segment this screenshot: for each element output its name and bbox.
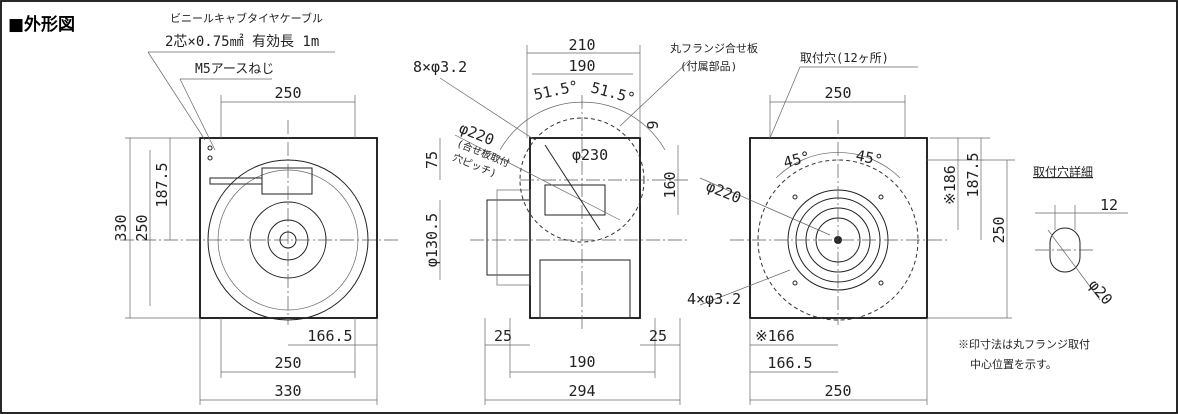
holes-8x3-2: 8×φ3.2	[413, 58, 467, 76]
holes-small: 4×φ3.2	[687, 290, 741, 308]
cable-label-2: 2芯×0.75㎟ 有効長 1m	[165, 34, 319, 50]
right-dim-186: ※186	[941, 165, 959, 205]
dim-25-right: 25	[649, 327, 667, 345]
left-dim-offset: 166.5	[307, 327, 352, 345]
right-angle-left: 45°	[781, 147, 812, 171]
left-dim-bottom-inner: 250	[274, 354, 301, 372]
right-dim-bottom: 250	[824, 382, 851, 400]
right-view: 取付穴(12ヶ所) 250 45° 45° φ220 ※186 187.5 25…	[687, 50, 1015, 405]
right-housing	[749, 137, 928, 319]
title: ■外形図	[8, 14, 75, 35]
dia-230: φ230	[572, 146, 608, 164]
fan-outlet	[544, 184, 606, 216]
motor-body	[486, 199, 531, 276]
slot-hole	[1049, 227, 1081, 273]
middle-view: 210 190 8×φ3.2 51.5° 51.5° 丸フランジ合せ板 (付属部…	[413, 36, 758, 405]
dim-9: 9	[644, 120, 662, 129]
dim-190-bottom: 190	[568, 353, 595, 371]
flange-sub: (付属部品)	[680, 59, 737, 73]
dim-190-top: 190	[568, 57, 595, 75]
detail-dim-12: 12	[1100, 196, 1118, 214]
note-line-1: ※印寸法は丸フランジ取付	[958, 337, 1090, 351]
right-dim-166-5: 166.5	[767, 354, 812, 372]
detail-dia-20: φ20	[1085, 276, 1116, 308]
dim-25-left: 25	[494, 327, 512, 345]
cable-label-1: ビニールキャブタイヤケーブル	[170, 11, 323, 25]
left-dim-bottom-outer: 330	[274, 382, 301, 400]
screw-label: M5アースねじ	[195, 62, 274, 77]
right-dia-220: φ220	[704, 177, 744, 207]
left-dim-height-outer: 330	[112, 214, 130, 241]
dim-294: 294	[568, 382, 595, 400]
holes-label: 取付穴(12ヶ所)	[800, 50, 889, 65]
note-line-2: 中心位置を示す。	[970, 357, 1057, 371]
left-dim-top: 250	[274, 84, 301, 102]
left-housing	[199, 137, 378, 319]
right-dim-187-5: 187.5	[964, 152, 982, 197]
detail-label: 取付穴詳細	[1033, 164, 1093, 179]
right-dim-250-v: 250	[990, 216, 1008, 243]
angle-left: 51.5°	[532, 77, 580, 104]
right-dim-top: 250	[824, 84, 851, 102]
cable	[209, 177, 263, 185]
left-dim-center: 187.5	[153, 162, 171, 207]
hole-detail: 取付穴詳細 12 φ20	[1033, 164, 1128, 308]
right-angle-right: 45°	[854, 146, 884, 169]
middle-housing	[529, 137, 641, 319]
dia-130-5: φ130.5	[423, 213, 441, 267]
dim-210: 210	[568, 36, 595, 54]
left-dim-height-inner: 250	[133, 214, 151, 241]
right-dim-166: ※166	[755, 327, 795, 345]
dim-160: 160	[661, 171, 679, 198]
flange-label: 丸フランジ合せ板	[670, 41, 758, 55]
left-view: ビニールキャブタイヤケーブル 2芯×0.75㎟ 有効長 1m M5アースねじ 2…	[112, 11, 400, 405]
dim-75: 75	[423, 151, 441, 169]
